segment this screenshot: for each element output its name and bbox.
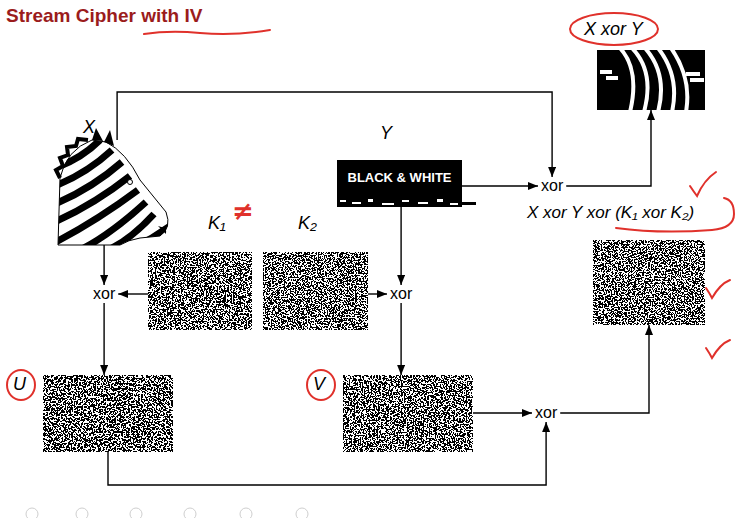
operator-text: xor [90,285,118,303]
key-label: K₂ [298,212,317,234]
result-noise [593,240,705,325]
operator-text: xor [387,285,415,303]
cipher-noise [43,375,173,452]
xor-image [597,48,705,112]
black-white-image [337,160,476,207]
toolbar-icons [26,508,308,518]
flow-arrow [566,110,651,186]
operator-text: xor [532,404,560,422]
annotation-marks [7,13,734,400]
xor-operator: xor [538,177,566,195]
image-node: X [55,140,170,245]
flow-arrow [103,303,104,375]
cipher-node: U [43,375,173,452]
flow-arrow [462,185,538,186]
inequality-mark: ≠ [232,196,254,226]
xor-operator: xor [532,404,560,422]
zebra-image [50,128,170,250]
key-node: K₁ [148,252,252,330]
cipher-label: U [13,373,26,395]
key-noise [263,252,368,330]
xor-operator: xor [90,285,118,303]
slide-title: Stream Cipher with IV [6,5,202,27]
result-node: X xor Y xor (K₁ xor K₂) [593,240,705,325]
flow-arrow [103,245,104,285]
image-node: X xor Y [597,50,705,110]
flow-arrow [117,92,552,177]
cipher-label: V [313,373,325,395]
image-label: X [83,116,95,138]
xor-operator: xor [387,285,415,303]
image-node: YBLACK & WHITE [337,160,462,207]
key-noise [148,252,252,330]
operator-text: xor [538,177,566,195]
flow-arrow [400,303,401,375]
flow-arrow [118,293,148,294]
result-label: X xor Y xor (K₁ xor K₂) [527,202,694,224]
flow-arrow [108,422,546,485]
image-label: Y [380,122,392,144]
flow-arrow [400,207,401,285]
cipher-noise [343,375,473,452]
flow-arrow [368,293,387,294]
key-label: K₁ [208,212,226,234]
image-label: X xor Y [584,18,643,40]
flow-arrow [560,325,649,413]
key-node: K₂ [263,252,368,330]
cipher-node: V [343,375,473,452]
image-text: BLACK & WHITE [337,170,462,185]
flow-arrow [473,412,532,413]
